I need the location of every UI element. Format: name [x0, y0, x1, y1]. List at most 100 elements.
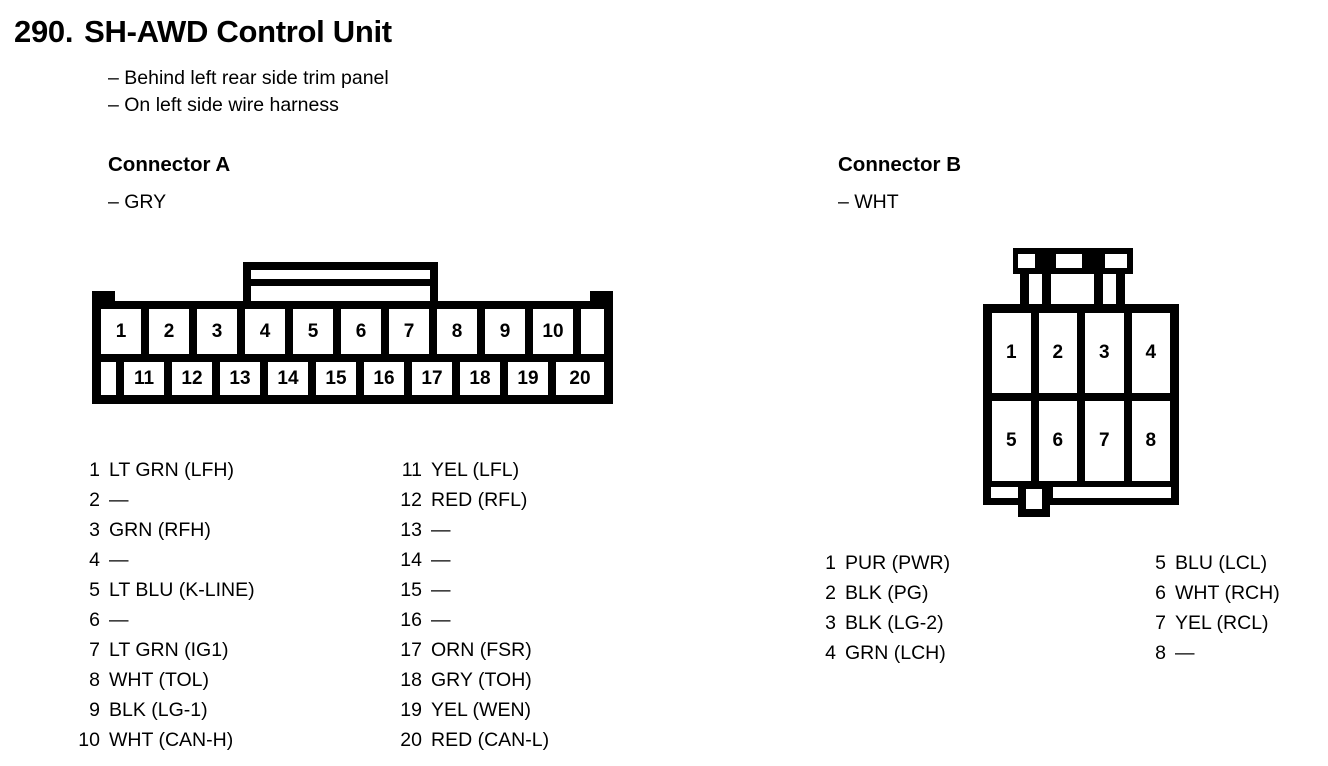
connector-a-top-rail	[101, 301, 604, 309]
pin-number: 18	[400, 669, 422, 691]
page-title: 290.SH-AWD Control Unit	[14, 14, 392, 50]
connector-b-bottom-cutout	[991, 487, 1018, 498]
connector-a-pin-cell: 14	[268, 362, 316, 395]
connector-b-housing: 1 2 3 4 5 6 7 8	[983, 304, 1179, 490]
connector-a-pin-cell: 11	[124, 362, 172, 395]
pin-value: BLU (LCL)	[1175, 552, 1268, 574]
pin-value: —	[109, 549, 129, 571]
pin-number: 4	[89, 549, 100, 571]
pin-value: WHT (TOL)	[109, 669, 210, 691]
connector-b-lock-post	[1020, 274, 1029, 311]
pin-number: 11	[401, 459, 422, 481]
connector-a-pin-cell: 16	[364, 362, 412, 395]
pin-number: 1	[89, 459, 100, 481]
pin-row: 7 YEL (RCL)	[1140, 608, 1280, 638]
connector-a-pin-cell: 2	[149, 309, 197, 354]
pin-value: —	[431, 519, 451, 541]
connector-b-pin-cell: 6	[1039, 401, 1085, 481]
connector-b-pin-cell: 5	[992, 401, 1039, 481]
pin-row: 14 —	[396, 545, 549, 575]
connector-a-lock-right-leg	[430, 262, 438, 307]
pin-value: —	[431, 609, 451, 631]
pin-value: YEL (WEN)	[431, 699, 532, 721]
connector-a-housing	[92, 291, 613, 404]
pin-number: 5	[89, 579, 100, 601]
pin-value: YEL (RCL)	[1175, 612, 1269, 634]
connector-b-pin-cell: 7	[1085, 401, 1132, 481]
pin-value: GRN (LCH)	[845, 642, 946, 664]
connector-b-pin-row-top: 1 2 3 4	[992, 313, 1170, 401]
pin-value: ORN (FSR)	[431, 639, 532, 661]
connector-b-color: – WHT	[838, 191, 899, 213]
pin-value: GRY (TOH)	[431, 669, 532, 691]
connector-b-pin-grid: 1 2 3 4 5 6 7 8	[992, 313, 1170, 481]
connector-a-right-notch	[590, 291, 604, 301]
connector-a-pin-cell: 20	[556, 362, 604, 395]
connector-b-diagram: 1 2 3 4 5 6 7 8	[980, 248, 1190, 517]
connector-b-pin-cell: 3	[1085, 313, 1132, 393]
pin-number: 3	[825, 612, 836, 634]
pin-value: LT GRN (LFH)	[109, 459, 234, 481]
connector-a-pin-cell: 10	[533, 309, 581, 354]
pin-row: 6—	[74, 605, 255, 635]
connector-b-pin-cell: 2	[1039, 313, 1085, 393]
pin-number: 3	[89, 519, 100, 541]
pin-value: WHT (CAN-H)	[109, 729, 234, 751]
pin-number: 20	[400, 729, 422, 751]
connector-b-lock-cutout	[1105, 254, 1127, 268]
connector-a-pin-cell: 6	[341, 309, 389, 354]
connector-a-pin-cell: 1	[101, 309, 149, 354]
connector-a-pin-cell: 12	[172, 362, 220, 395]
pin-value: —	[431, 579, 451, 601]
connector-a-heading: Connector A	[108, 153, 231, 176]
pin-value: RED (RFL)	[431, 489, 528, 511]
pin-row: 1 LT GRN (LFH)	[74, 455, 255, 485]
pin-value: WHT (RCH)	[1175, 582, 1280, 604]
pin-number: 16	[400, 609, 422, 631]
connector-a-pin-cell: 7	[389, 309, 437, 354]
pin-row: 18 GRY (TOH)	[396, 665, 549, 695]
pin-row: 15 —	[396, 575, 549, 605]
connector-a-pin-cell: 5	[293, 309, 341, 354]
connector-a-left-notch	[101, 291, 115, 301]
pin-number: 13	[400, 519, 422, 541]
connector-a-lock-cross-bar	[251, 279, 431, 286]
connector-a-pin-cell: 8	[437, 309, 485, 354]
connector-a-color: – GRY	[108, 191, 167, 213]
connector-a-pin-cell: 3	[197, 309, 245, 354]
pin-value: LT GRN (IG1)	[109, 639, 229, 661]
pin-number: 6	[89, 609, 100, 631]
pin-value: BLK (PG)	[845, 582, 929, 604]
pin-value: —	[109, 489, 129, 511]
pin-number: 8	[89, 669, 100, 691]
page-number: 290.	[14, 14, 74, 49]
connector-b-pin-cell: 4	[1145, 342, 1157, 363]
pin-value: BLK (LG-2)	[845, 612, 944, 634]
pin-row: 13 —	[396, 515, 549, 545]
pin-number: 7	[1155, 612, 1166, 634]
connector-a-lock-top-bar	[243, 262, 438, 270]
connector-b-lock-cutout	[1056, 254, 1082, 268]
pin-number: 15	[400, 579, 422, 601]
pin-number: 14	[400, 549, 422, 571]
pin-row: 3 BLK (LG-2)	[810, 608, 950, 638]
pin-value: —	[431, 549, 451, 571]
pin-number: 8	[1155, 642, 1166, 664]
connector-a-pin-row-top: 1 2 3 4 5 6 7 8 9 10	[101, 309, 604, 354]
pin-row: 2—	[74, 485, 255, 515]
pin-value: —	[1175, 642, 1195, 664]
pin-number: 1	[825, 552, 836, 574]
